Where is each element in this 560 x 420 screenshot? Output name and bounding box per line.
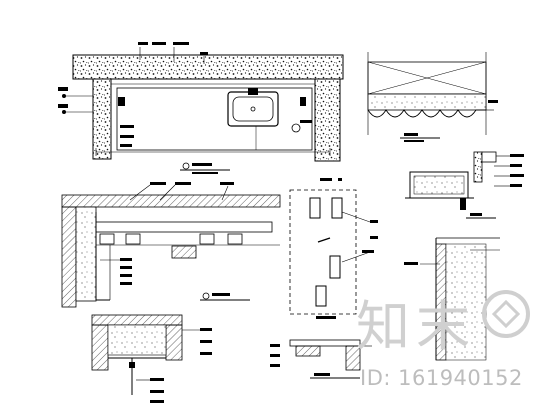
slab-band [367,93,487,111]
section-detail-middle-left [61,182,281,308]
section-bottom-left [91,314,212,403]
watermark-brand: 知末 [356,295,476,358]
section-top-right [367,52,498,142]
wall-left [92,78,112,160]
watermark-id: ID: 161940152 [360,366,523,390]
plan-section-top-left [58,42,344,174]
wall-section-right [404,237,500,361]
fixture-detail-right [405,151,524,219]
wall-top [72,54,344,80]
watermark-logo [482,290,530,338]
wall-right [314,78,341,162]
wave-profile [367,109,486,118]
vanity-counter [116,87,313,151]
profile-bottom-center [270,339,372,379]
bracket-detail-center [289,178,378,319]
